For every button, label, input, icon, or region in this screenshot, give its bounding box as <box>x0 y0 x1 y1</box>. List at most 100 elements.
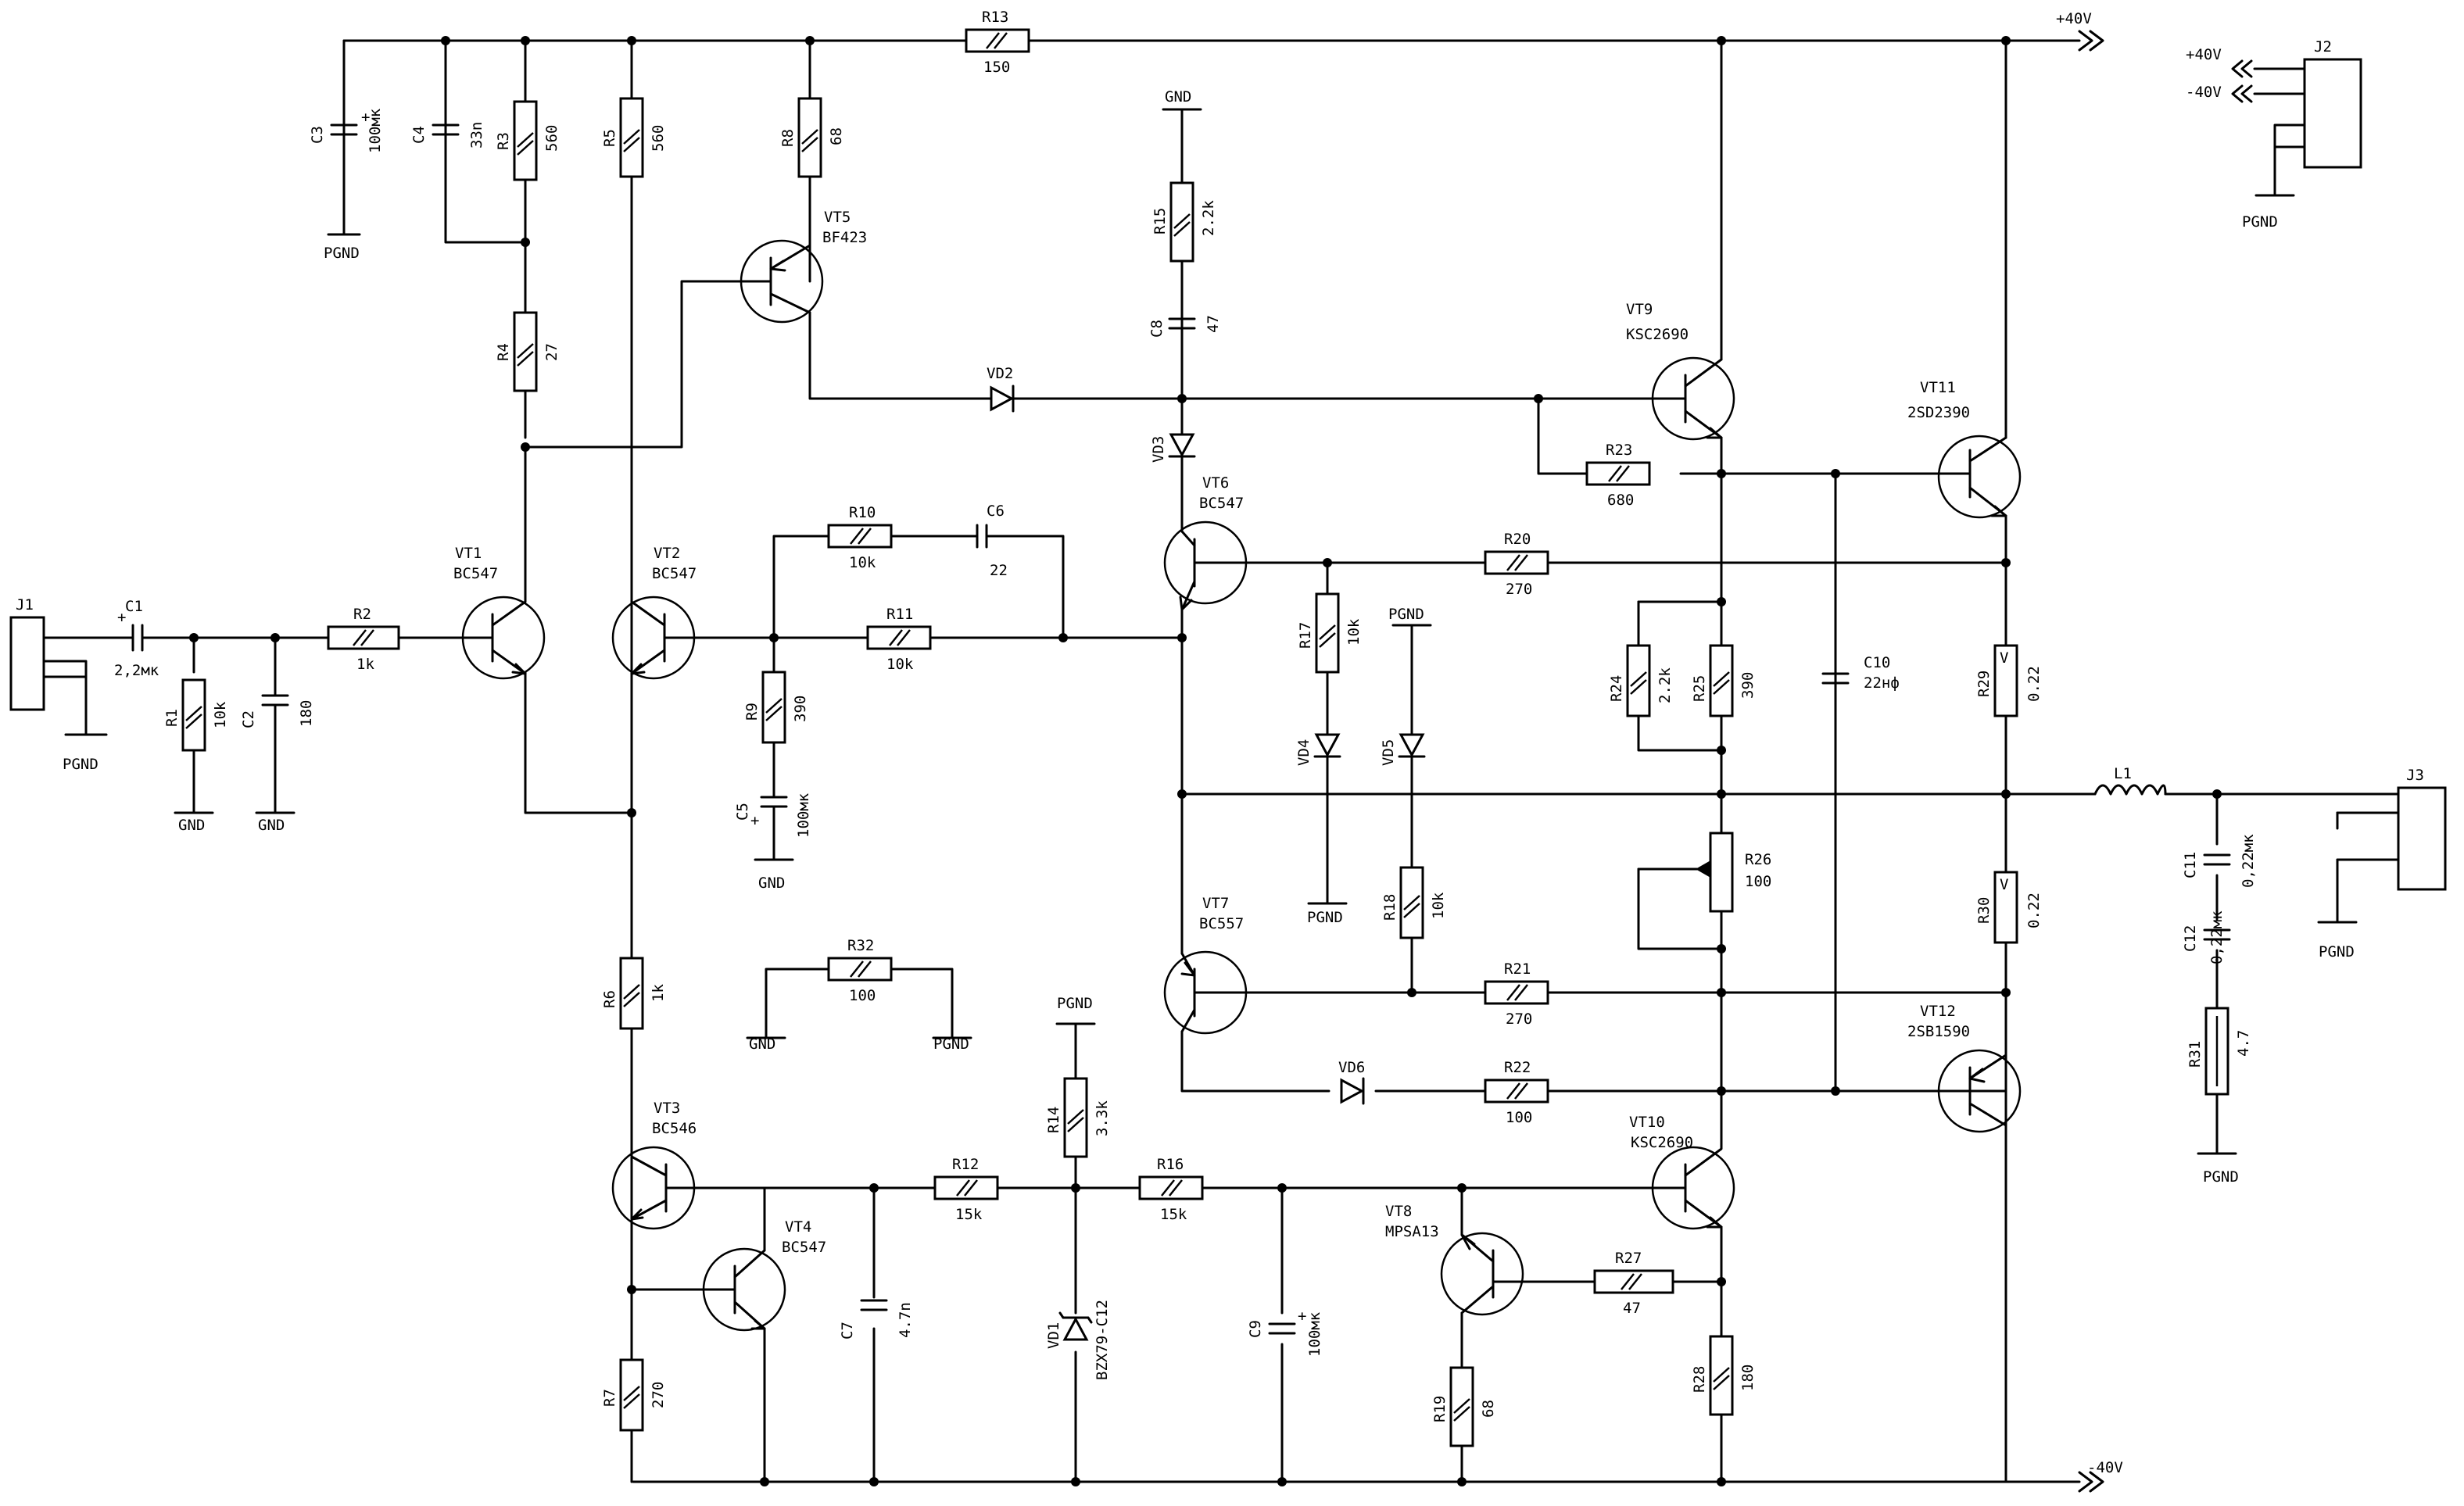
resistor-r1: R1 10k <box>163 678 229 752</box>
r12-ref: R12 <box>952 1156 979 1173</box>
rail-neg-label: -40V <box>2087 1459 2123 1476</box>
r20-value: 270 <box>1506 581 1532 598</box>
connector-j3: J3 <box>2336 767 2447 891</box>
transistor-vt8: VT8 MPSA13 <box>1385 1203 1524 1316</box>
vt4-ref: VT4 <box>785 1218 811 1236</box>
transistor-vt10: VT10 KSC2690 <box>1629 1114 1735 1230</box>
gnd-r1: GND <box>178 817 205 834</box>
r21-ref: R21 <box>1504 960 1531 978</box>
resistor-r29: V R29 0.22 <box>1975 644 2043 717</box>
pgnd-j3: PGND <box>2319 943 2355 960</box>
r14-value: 3.3k <box>1094 1100 1111 1136</box>
c4-value: 33n <box>468 122 485 148</box>
vt12-type: 2SB1590 <box>1907 1023 1970 1040</box>
r10-ref: R10 <box>849 504 876 521</box>
r31-ref: R31 <box>2186 1041 2204 1068</box>
r18-ref: R18 <box>1381 894 1399 921</box>
r15-ref: R15 <box>1151 208 1169 234</box>
c12-ref: C12 <box>2182 925 2199 952</box>
transistor-vt11: VT11 2SD2390 <box>1907 379 2022 519</box>
pgnd-r14: PGND <box>1057 995 1093 1012</box>
resistor-r16: R16 15k <box>1138 1156 1204 1223</box>
j3-ref: J3 <box>2406 767 2424 784</box>
r6-ref: R6 <box>601 990 618 1008</box>
r19-ref: R19 <box>1431 1396 1449 1422</box>
c5-ref: C5 <box>734 803 751 821</box>
potentiometer-r26[interactable]: R26 100 <box>1695 832 1771 913</box>
capacitor-c2: C2 180 <box>240 694 315 728</box>
transistor-vt4: VT4 BC547 <box>702 1218 826 1332</box>
r27-value: 47 <box>1623 1300 1641 1317</box>
vt7-ref: VT7 <box>1202 895 1229 912</box>
gnd-r32: GND <box>749 1036 775 1053</box>
resistor-r4: R4 27 <box>495 311 560 392</box>
capacitor-c11: C11 0,22мк <box>2182 834 2257 888</box>
resistor-r31: R31 4.7 <box>2186 1007 2252 1096</box>
diode-vd3: VD3 <box>1150 433 1196 463</box>
r22-value: 100 <box>1506 1109 1532 1126</box>
connector-j2: J2 +40V -40V <box>2186 38 2362 169</box>
resistor-r2: R2 1k <box>327 606 400 673</box>
capacitor-c4: C4 33n <box>410 122 485 148</box>
resistor-r14: R14 3.3k <box>1045 1077 1111 1158</box>
r26-ref: R26 <box>1745 851 1771 868</box>
capacitor-c12: C12 0,22мк <box>2182 910 2231 964</box>
r10-value: 10k <box>849 554 876 571</box>
vt3-ref: VT3 <box>654 1100 680 1117</box>
r7-value: 270 <box>650 1382 667 1408</box>
vd6-ref: VD6 <box>1338 1059 1365 1076</box>
vt5-type: BF423 <box>822 229 867 246</box>
capacitor-c1: + C1 2,2мк <box>108 598 159 679</box>
capacitor-c7: C7 4.7n <box>839 1299 914 1340</box>
pgnd-j2: PGND <box>2242 213 2278 231</box>
vt1-ref: VT1 <box>455 545 482 562</box>
vt8-type: MPSA13 <box>1385 1223 1439 1240</box>
c11-ref: C11 <box>2182 852 2199 878</box>
resistor-r10: R10 10k <box>827 504 893 571</box>
vt9-ref: VT9 <box>1626 301 1653 318</box>
transistor-vt6: VT6 BC547 <box>1163 474 1248 611</box>
resistor-r18: R18 10k <box>1381 866 1447 939</box>
r11-value: 10k <box>886 656 914 673</box>
resistor-r19: R19 68 <box>1431 1366 1497 1447</box>
r32-ref: R32 <box>847 937 874 954</box>
resistor-r8: R8 68 <box>779 97 845 178</box>
pgnd-vd5: PGND <box>1388 606 1424 623</box>
diode-vd2: VD2 <box>987 365 1015 413</box>
vt11-ref: VT11 <box>1920 379 1956 396</box>
j2-pos-label: +40V <box>2186 46 2222 63</box>
vd3-ref: VD3 <box>1150 436 1167 463</box>
r5-value: 560 <box>650 125 667 152</box>
r6-value: 1k <box>650 984 667 1002</box>
resistor-r21: R21 270 <box>1484 960 1549 1028</box>
vd5-ref: VD5 <box>1380 739 1397 766</box>
diode-vd4: VD4 <box>1295 733 1341 767</box>
r16-value: 15k <box>1160 1206 1187 1223</box>
c1-plus: + <box>117 609 126 626</box>
transistor-vt2: VT2 BC547 <box>611 545 697 680</box>
capacitor-c5: + C5 100мк <box>734 792 812 838</box>
c6-ref: C6 <box>987 503 1005 520</box>
r22-ref: R22 <box>1504 1059 1531 1076</box>
c9-ref: C9 <box>1247 1320 1264 1338</box>
r5-ref: R5 <box>601 129 618 147</box>
transistor-vt9: VT9 KSC2690 <box>1626 301 1735 441</box>
r8-value: 68 <box>828 127 845 145</box>
resistor-r13: R13 150 <box>965 9 1030 76</box>
r25-value: 390 <box>1739 672 1757 699</box>
vt8-ref: VT8 <box>1385 1203 1412 1220</box>
gnd-r15: GND <box>1165 88 1191 106</box>
zener-vd1: VD1 BZX79-C12 <box>1045 1300 1111 1380</box>
connector-j1: J1 <box>9 596 45 711</box>
capacitor-c6: C6 22 <box>976 503 1008 579</box>
resistor-r5: R5 560 <box>601 97 667 178</box>
r18-value: 10k <box>1430 892 1447 919</box>
c2-value: 180 <box>298 700 315 727</box>
resistor-r27: R27 47 <box>1593 1250 1674 1317</box>
pgnd-r32: PGND <box>933 1036 969 1053</box>
r2-ref: R2 <box>353 606 371 623</box>
vt7-type: BC557 <box>1199 915 1244 932</box>
vt1-type: BC547 <box>453 565 498 582</box>
c5-value: 100мк <box>795 792 812 838</box>
